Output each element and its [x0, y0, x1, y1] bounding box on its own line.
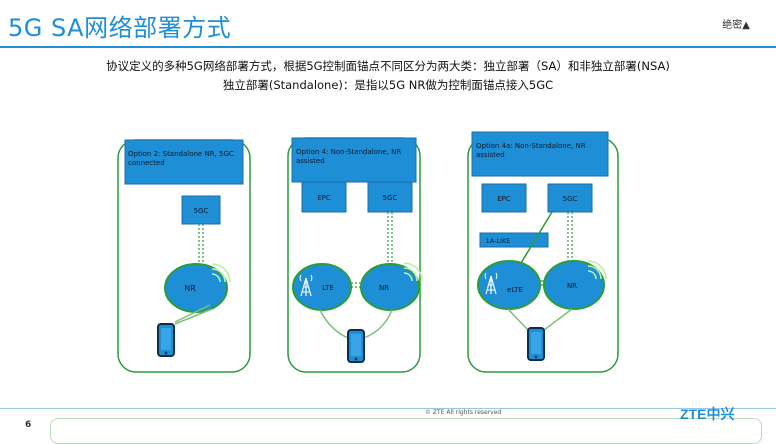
footer-panel [50, 418, 762, 444]
option-4a-5gc-label: 5GC [563, 195, 578, 203]
option-2-nr-label: NR [184, 284, 196, 293]
option-4a-nr-label: NR [567, 282, 577, 290]
option-4-epc-label: EPC [317, 194, 331, 202]
zte-logo: ZTE中兴 [680, 406, 735, 422]
option-4-label: Option 4: Non-Standalone, NR assisted [296, 148, 402, 165]
page-title: 5G SA网络部署方式 [8, 14, 232, 42]
option-4a-phone-icon [527, 327, 545, 361]
option-4a-label: Option 4a: Non-Standalone, NR assisted [476, 142, 586, 159]
option-4a-interface-label: 1A-LIKE [486, 237, 511, 245]
option-4-phone-icon [347, 329, 365, 363]
option-2-label: Option 2: Standalone NR, 5GC connected [128, 150, 234, 167]
option-4a-epc-label: EPC [497, 195, 511, 203]
title-divider [0, 46, 776, 48]
intro-line-1: 协议定义的多种5G网络部署方式，根据5G控制面锚点不同区分为两大类：独立部署（S… [106, 59, 670, 73]
intro-line-2: 独立部署(Standalone)：是指以5G NR做为控制面锚点接入5GC [222, 78, 554, 92]
option-2-phone-icon [157, 323, 175, 357]
page-number: 6 [25, 420, 32, 430]
footer-divider [0, 408, 776, 409]
option-2-panel: Option 2: Standalone NR, 5GC connected 5… [117, 139, 251, 373]
option-2-5gc-label: 5GC [194, 207, 209, 215]
option-4a-elte-label: eLTE [507, 286, 523, 294]
classification-label: 绝密▲ [722, 20, 750, 31]
option-4-5gc-label: 5GC [383, 194, 398, 202]
option-4-panel: Option 4: Non-Standalone, NR assisted EP… [287, 137, 423, 373]
option-4-lte-label: LTE [322, 284, 334, 292]
option-4-nr-label: NR [379, 284, 389, 292]
option-4a-panel: Option 4a: Non-Standalone, NR assisted E… [467, 131, 619, 373]
copyright-text: © ZTE All rights reserved [425, 409, 502, 416]
